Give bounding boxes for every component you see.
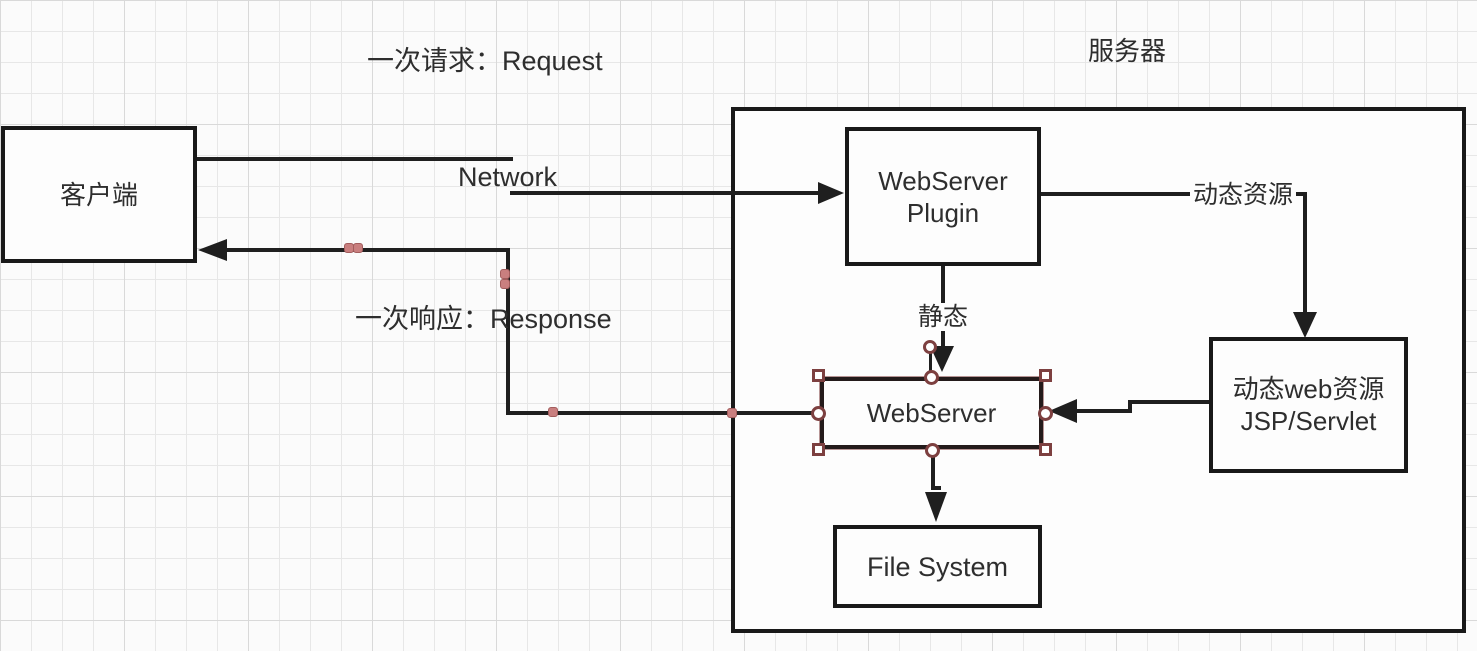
node-webserver[interactable]: WebServer — [820, 377, 1043, 449]
dynamic-line-segment-1 — [1041, 192, 1307, 196]
selection-handle-top-right[interactable] — [1039, 369, 1052, 382]
dynamic-resource-label[interactable]: 动态资源 — [1190, 181, 1297, 209]
selection-handle-bottom-mid[interactable] — [925, 443, 940, 458]
node-webserver-label: WebServer — [866, 398, 997, 428]
selection-handle-left-mid[interactable] — [811, 406, 826, 421]
static-label[interactable]: 静态 — [915, 303, 972, 331]
node-file-system-label: File System — [866, 551, 1009, 582]
waypoint-marker[interactable] — [500, 279, 510, 289]
response-line-segment-3 — [225, 248, 508, 252]
jsp-line-segment-3 — [1077, 409, 1132, 413]
fs-arrowhead-icon — [925, 492, 947, 522]
jsp-line-segment-1 — [1128, 400, 1213, 404]
selection-handle-top-left[interactable] — [812, 369, 825, 382]
selection-handle-right-mid[interactable] — [1038, 406, 1053, 421]
node-dynamic-web-resource[interactable]: 动态web资源 JSP/Servlet — [1209, 337, 1408, 473]
node-file-system[interactable]: File System — [833, 525, 1042, 608]
node-plugin-label-line2: Plugin — [906, 197, 980, 228]
fs-line-segment-1 — [931, 449, 935, 490]
node-plugin-label-line1: WebServer — [878, 165, 1008, 196]
node-webserver-plugin[interactable]: WebServer Plugin — [845, 127, 1041, 266]
selection-handle-bottom-right[interactable] — [1039, 443, 1052, 456]
dynamic-line-segment-2 — [1303, 192, 1307, 314]
response-line-segment-2 — [506, 248, 510, 415]
response-arrowhead-icon — [198, 239, 227, 261]
node-dynamic-web-label-line1: 动态web资源 — [1232, 374, 1385, 404]
response-label[interactable]: 一次响应：Response — [355, 304, 612, 334]
waypoint-marker[interactable] — [353, 243, 363, 253]
waypoint-marker[interactable] — [500, 269, 510, 279]
request-arrowhead-icon — [818, 182, 844, 204]
node-client[interactable]: 客户端 — [1, 126, 197, 263]
dynamic-arrowhead-icon — [1293, 312, 1317, 338]
waypoint-marker[interactable] — [727, 408, 737, 418]
waypoint-marker[interactable] — [548, 407, 558, 417]
selection-handle-bottom-left[interactable] — [812, 443, 825, 456]
request-line-segment-1 — [197, 157, 513, 161]
fs-line-segment-2 — [931, 486, 941, 490]
endpoint-stub-line — [929, 350, 932, 372]
server-region-label[interactable]: 服务器 — [1088, 36, 1167, 66]
jsp-arrowhead-icon — [1049, 399, 1077, 423]
network-label[interactable]: Network — [458, 162, 558, 192]
connector-endpoint-circle[interactable] — [923, 340, 937, 354]
selection-handle-top-mid[interactable] — [924, 370, 939, 385]
node-client-label: 客户端 — [59, 179, 138, 210]
node-dynamic-web-label-line2: JSP/Servlet — [1240, 406, 1377, 436]
request-label[interactable]: 一次请求：Request — [367, 46, 603, 76]
response-line-segment-1 — [508, 411, 820, 415]
request-line-segment-2 — [510, 191, 828, 195]
jsp-line-segment-2 — [1128, 400, 1132, 413]
